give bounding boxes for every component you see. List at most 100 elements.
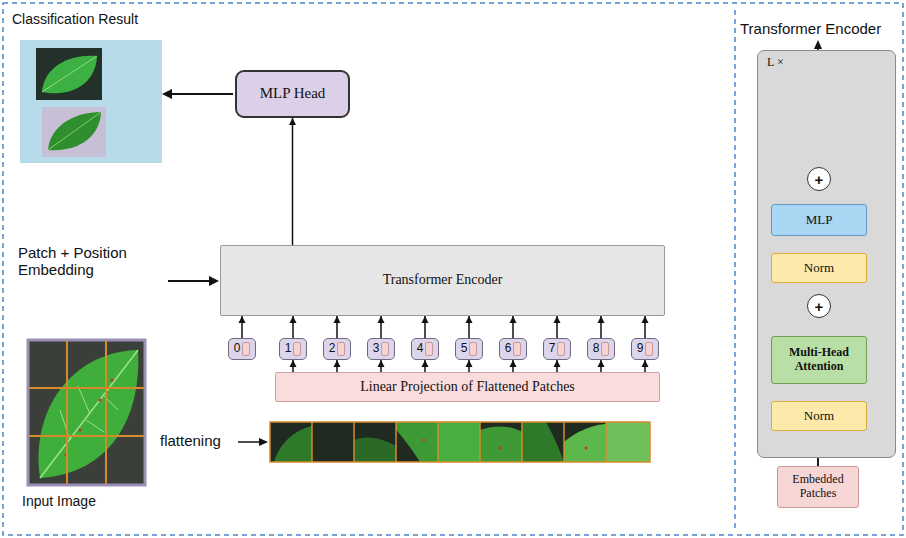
embedding-arrow <box>168 280 211 282</box>
embedding-chip <box>425 342 433 356</box>
connector-arrow <box>422 360 429 372</box>
connector-arrow <box>598 360 605 372</box>
connector-arrow <box>378 316 385 338</box>
node-text: 1 <box>285 342 292 356</box>
result-images <box>20 40 162 163</box>
result-arrow <box>170 93 233 95</box>
token-box: 4 <box>411 338 439 360</box>
arrow-head <box>334 360 341 367</box>
arrow-head <box>290 316 297 323</box>
arrow-head <box>334 316 341 323</box>
arrow-head <box>209 276 219 286</box>
connector-arrow <box>510 360 517 372</box>
add-circle: + <box>807 167 831 191</box>
section-label: Classification Result <box>12 11 212 27</box>
connector-arrow <box>290 316 297 338</box>
arrow-head <box>642 316 649 323</box>
connector-arrow <box>510 316 517 338</box>
arrow-head <box>289 118 296 125</box>
arrow-head <box>510 316 517 323</box>
section-label: Input Image <box>22 493 142 509</box>
attention-box: Multi-Head Attention <box>771 336 867 384</box>
node-text: MLP Head <box>260 85 326 102</box>
arrow-head <box>422 316 429 323</box>
flattened-patches <box>270 422 650 462</box>
norm-box: Norm <box>771 401 867 431</box>
node-text: Norm <box>804 261 834 276</box>
connector-arrow <box>289 118 296 245</box>
encoder-box: Transformer Encoder <box>220 245 665 316</box>
arrow-head <box>554 316 561 323</box>
add-circle: + <box>807 294 831 318</box>
node-text: Transformer Encoder <box>383 272 503 288</box>
flatten-arrow <box>238 441 261 443</box>
node-text: 8 <box>593 342 600 356</box>
norm-box: Norm <box>771 253 867 283</box>
connector-line <box>292 118 294 245</box>
arrow-head <box>290 360 297 367</box>
token-box: 2 <box>323 338 351 360</box>
connector-arrow <box>642 316 649 338</box>
arrow-head <box>466 360 473 367</box>
step-label: flattening <box>160 432 240 449</box>
arrow-head <box>466 316 473 323</box>
connector-arrow <box>334 316 341 338</box>
token-box: 0 <box>228 338 256 360</box>
arrow-head <box>510 360 517 367</box>
node-text: 9 <box>637 342 644 356</box>
node-text: 3 <box>373 342 380 356</box>
connector-arrow <box>422 316 429 338</box>
head-box: MLP Head <box>235 70 350 118</box>
embedding-box: Embedded Patches <box>777 466 859 508</box>
mlp-box: MLP <box>771 204 867 236</box>
divider <box>734 10 736 530</box>
embedding-chip <box>557 342 565 356</box>
connector-arrow <box>239 316 246 338</box>
token-box: 7 <box>543 338 571 360</box>
token-box: 6 <box>499 338 527 360</box>
embedding-chip <box>337 342 345 356</box>
input-label: Patch + Position Embedding <box>18 244 168 278</box>
connector-arrow <box>642 360 649 372</box>
arrow-head <box>239 316 246 323</box>
embedding-chip <box>645 342 653 356</box>
node-text: + <box>815 299 824 314</box>
connector-arrow <box>598 316 605 338</box>
node-text: 0 <box>234 342 241 356</box>
node-text: 5 <box>461 342 468 356</box>
connector-arrow <box>466 360 473 372</box>
embedding-chip <box>381 342 389 356</box>
connector-arrow <box>466 316 473 338</box>
arrow-head <box>378 316 385 323</box>
panel-title: Transformer Encoder <box>740 20 902 37</box>
embedding-chip <box>242 342 250 356</box>
connector-arrow <box>378 360 385 372</box>
token-box: 1 <box>279 338 307 360</box>
embedding-chip <box>513 342 521 356</box>
encoder-block: L ×+MLPNorm+Multi-Head AttentionNorm <box>757 50 896 458</box>
node-text: MLP <box>806 213 833 228</box>
node-text: Embedded Patches <box>784 473 852 501</box>
connector-arrow <box>554 316 561 338</box>
connector-arrow <box>554 360 561 372</box>
arrow-head <box>422 360 429 367</box>
arrow-head <box>814 40 822 49</box>
arrow-head <box>259 438 268 446</box>
arrow-head <box>598 360 605 367</box>
input-image <box>28 340 145 485</box>
embedding-chip <box>601 342 609 356</box>
arrow-head <box>642 360 649 367</box>
embedding-chip <box>293 342 301 356</box>
node-text: 4 <box>417 342 424 356</box>
node-text: 2 <box>329 342 336 356</box>
node-text: Multi-Head Attention <box>778 346 860 374</box>
frame <box>3 3 903 535</box>
token-box: 8 <box>587 338 615 360</box>
token-box: 3 <box>367 338 395 360</box>
arrow-head <box>162 89 172 99</box>
node-text: L × <box>767 56 784 70</box>
token-box: 9 <box>631 338 659 360</box>
node-text: 6 <box>505 342 512 356</box>
token-box: 5 <box>455 338 483 360</box>
